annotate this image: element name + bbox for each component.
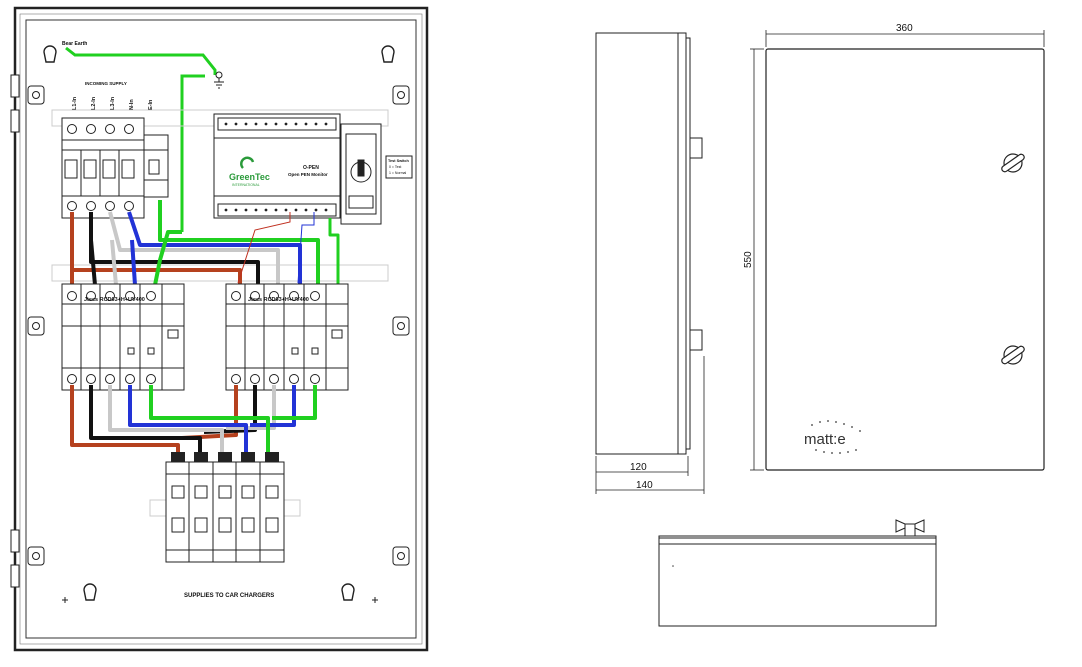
rcbo-model-right: Jtecs RCD63+H+UV400	[248, 297, 309, 303]
earth-wire-down	[180, 74, 205, 232]
main-isolator	[61, 117, 169, 219]
output-wires	[70, 385, 317, 460]
fixing-hole-icon	[27, 85, 410, 566]
rcbo-bank-left	[61, 283, 185, 391]
width-height-dimensions	[750, 30, 1045, 471]
depth-dimensions	[595, 356, 705, 494]
dim-depth-outer: 140	[636, 480, 653, 491]
enclosure-side-view	[595, 32, 703, 455]
enclosure-front	[10, 6, 429, 652]
wing-nut-icon	[895, 519, 925, 537]
top-view-mark	[672, 565, 674, 567]
test-switch-state-1: 1 = Normal	[389, 171, 406, 175]
monitor-name: Open PEN Monitor	[288, 172, 328, 177]
monitor-model: O-PEN	[303, 165, 319, 171]
test-switch-label: Test Switch	[388, 159, 409, 163]
keyhole-icon	[43, 45, 395, 601]
earth-symbol-icon	[214, 71, 224, 89]
enclosure-top-view	[658, 535, 937, 627]
greentec-sub: INTERNATIONAL	[232, 183, 260, 187]
feed-wires	[70, 200, 340, 286]
matte-logo: matt:e	[804, 420, 861, 454]
sense-wire-red	[237, 212, 291, 284]
open-pen-monitor	[213, 113, 413, 225]
phase-l1-label: L1-In	[72, 96, 78, 110]
incoming-supply-label: INCOMING SUPPLY	[85, 81, 127, 86]
matte-logo-text: matt:e	[804, 431, 846, 448]
phase-l2-label: L2-In	[91, 96, 97, 110]
dim-width: 360	[896, 23, 913, 34]
phase-e-label: E-In	[148, 99, 154, 110]
greentec-logo: GreenTec INTERNATIONAL	[229, 156, 270, 187]
door-catch-icon	[1001, 153, 1025, 365]
dim-depth-inner: 120	[630, 462, 647, 473]
test-switch-state-0: 0 = Test	[389, 165, 401, 169]
rcbo-model-left: Jtecs RCD63+H+UV400	[84, 297, 145, 303]
greentec-brand: GreenTec	[229, 172, 270, 182]
rcbo-bank-right	[225, 283, 349, 391]
supplies-caption: SUPPLIES TO CAR CHARGERS	[184, 593, 274, 599]
sense-wire-blue	[297, 212, 315, 284]
charger-supply-breakers	[165, 452, 285, 563]
phase-l3-label: L3-In	[110, 96, 116, 110]
enclosure-front-view	[765, 48, 1045, 471]
mounting-marks	[62, 597, 378, 603]
phase-n-label: N-In	[129, 99, 135, 110]
bear-earth-label: Bear Earth	[62, 41, 87, 47]
earth-wire	[65, 46, 217, 75]
dim-height: 550	[743, 251, 754, 268]
